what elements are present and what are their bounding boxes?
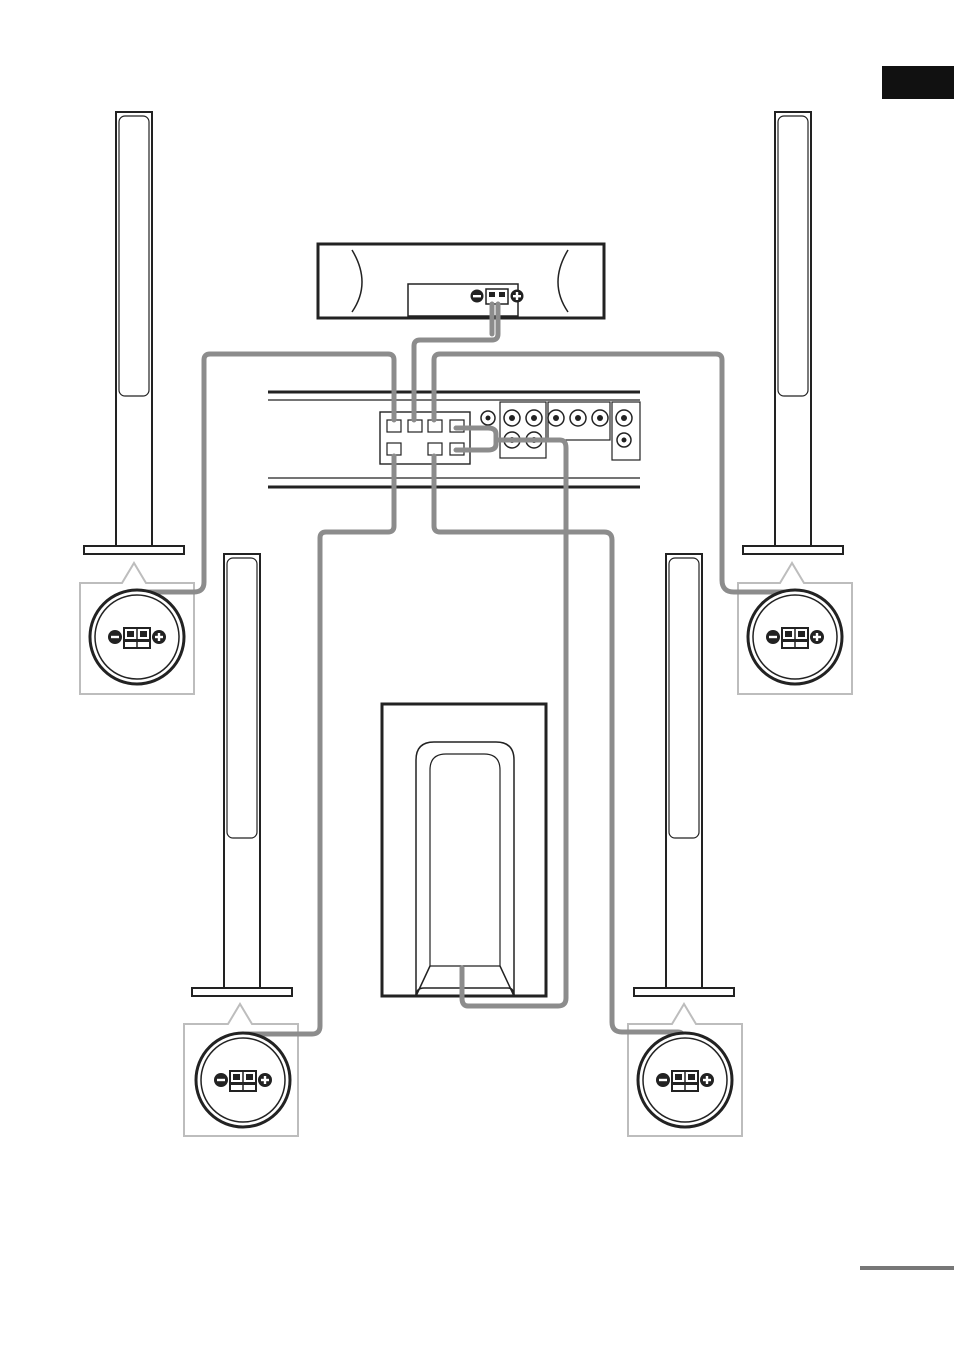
surround-right-terminal <box>638 1033 732 1127</box>
front-right-terminal <box>748 590 842 684</box>
front-left-terminal <box>90 590 184 684</box>
subwoofer <box>382 704 546 996</box>
front-right-speaker <box>743 112 843 554</box>
front-left-speaker <box>84 112 184 554</box>
surround-right-speaker <box>634 554 734 996</box>
continued-rule <box>860 1266 954 1270</box>
center-speaker <box>318 244 604 318</box>
receiver-rear-panel <box>268 392 640 487</box>
surround-left-speaker <box>192 554 292 996</box>
surround-left-terminal <box>196 1033 290 1127</box>
